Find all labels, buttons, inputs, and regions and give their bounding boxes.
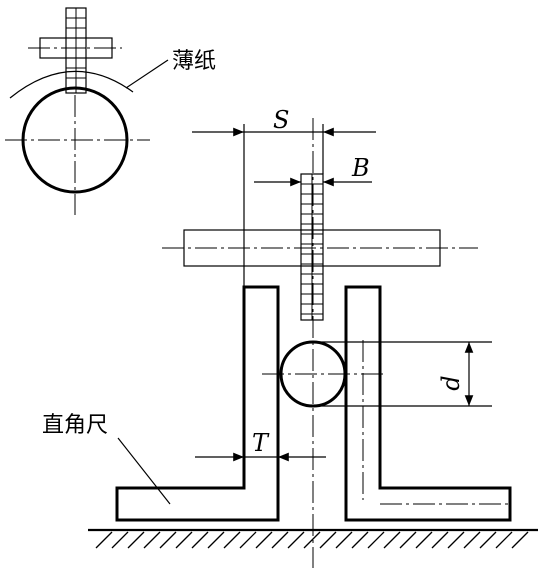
label-square: 直角尺 xyxy=(42,413,108,438)
gear-tooth-grid xyxy=(301,174,323,320)
label-thin-paper: 薄纸 xyxy=(172,49,216,74)
label-s: S xyxy=(273,106,289,134)
label-d: d xyxy=(437,375,465,390)
measuring-ball xyxy=(262,340,384,408)
label-t: T xyxy=(252,429,270,457)
left-square xyxy=(115,285,280,522)
right-square xyxy=(344,285,512,522)
base-surface xyxy=(88,528,538,549)
dimension-d: d xyxy=(313,341,492,407)
inset-detail: 薄纸 xyxy=(5,7,216,215)
label-b: B xyxy=(351,154,370,182)
square-leader xyxy=(117,437,171,505)
paper-arc xyxy=(9,70,134,99)
inset-gear-teeth-grid xyxy=(66,8,86,93)
dimension-t: T xyxy=(195,429,326,462)
square-callout: 直角尺 xyxy=(42,413,171,505)
dimension-b: B xyxy=(254,154,372,187)
dimension-s: S xyxy=(192,106,376,287)
paper-leader xyxy=(125,59,169,89)
base-hatching xyxy=(95,531,529,549)
gear-assembly xyxy=(162,173,478,321)
